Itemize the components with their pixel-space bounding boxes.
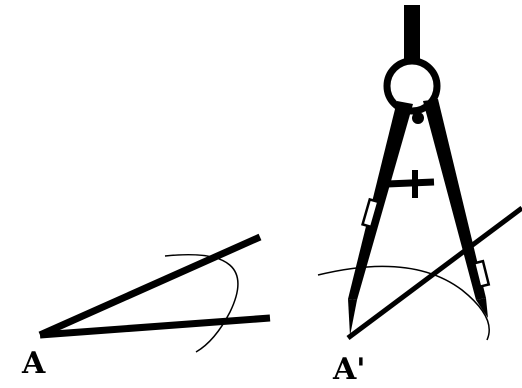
compass-hinge [412,112,424,124]
ray-upper-original [38,233,262,339]
compass-icon [348,5,491,336]
compass-left-notch-outline [361,197,380,229]
compass-crossbar [386,178,435,188]
compass-head [383,57,441,115]
label-a: A [21,346,46,381]
compass-needle [348,299,357,336]
arc-original [164,254,239,353]
compass-right-notch [474,261,489,287]
label-a-prime: A' [332,352,365,387]
compass-right-notch-outline [472,259,491,289]
arc-copy [317,265,490,341]
ray-copy [346,205,522,341]
compass-left-leg [348,101,413,300]
compass-pencil-tip [476,298,488,318]
original-angle: A [21,233,271,381]
compass-handle [404,5,420,61]
ray-lower-original [39,314,271,339]
compass-right-leg [423,99,486,300]
compass-left-notch [362,199,379,227]
